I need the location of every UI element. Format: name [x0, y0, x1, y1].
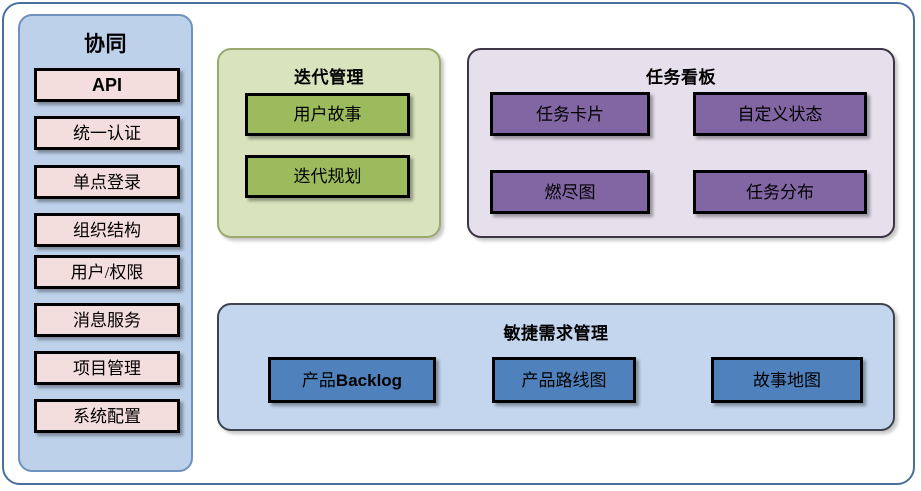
node-product-backlog-suffix: Backlog [335, 370, 403, 390]
node-single-sign-on[interactable]: 单点登录 [34, 165, 180, 199]
node-message-service[interactable]: 消息服务 [34, 303, 180, 337]
group-collaboration-title: 协同 [84, 33, 127, 56]
node-project-management[interactable]: 项目管理 [34, 351, 180, 385]
node-burndown-chart[interactable]: 燃尽图 [490, 170, 650, 214]
node-product-roadmap[interactable]: 产品路线图 [492, 357, 636, 403]
node-custom-status[interactable]: 自定义状态 [693, 92, 867, 136]
node-story-map[interactable]: 故事地图 [711, 357, 863, 403]
node-system-config[interactable]: 系统配置 [34, 399, 180, 433]
group-iteration-management-title: 迭代管理 [294, 68, 364, 87]
node-user-permission[interactable]: 用户/权限 [34, 255, 180, 289]
node-org-structure[interactable]: 组织结构 [34, 213, 180, 247]
group-iteration-management: 迭代管理 用户故事 迭代规划 [217, 48, 441, 238]
group-task-board: 任务看板 任务卡片 自定义状态 燃尽图 任务分布 [467, 48, 895, 238]
node-task-card[interactable]: 任务卡片 [490, 92, 650, 136]
node-product-backlog-prefix: 产品 [301, 370, 336, 390]
node-user-story[interactable]: 用户故事 [245, 93, 410, 136]
group-agile-requirements-title: 敏捷需求管理 [503, 324, 609, 343]
group-task-board-title: 任务看板 [646, 68, 716, 87]
node-unified-auth[interactable]: 统一认证 [34, 116, 180, 150]
node-iteration-planning[interactable]: 迭代规划 [245, 155, 410, 198]
node-task-distribution[interactable]: 任务分布 [693, 170, 867, 214]
node-api[interactable]: API [34, 68, 180, 102]
group-collaboration: 协同 API 统一认证 单点登录 组织结构 用户/权限 消息服务 项目管理 系统… [18, 14, 193, 472]
